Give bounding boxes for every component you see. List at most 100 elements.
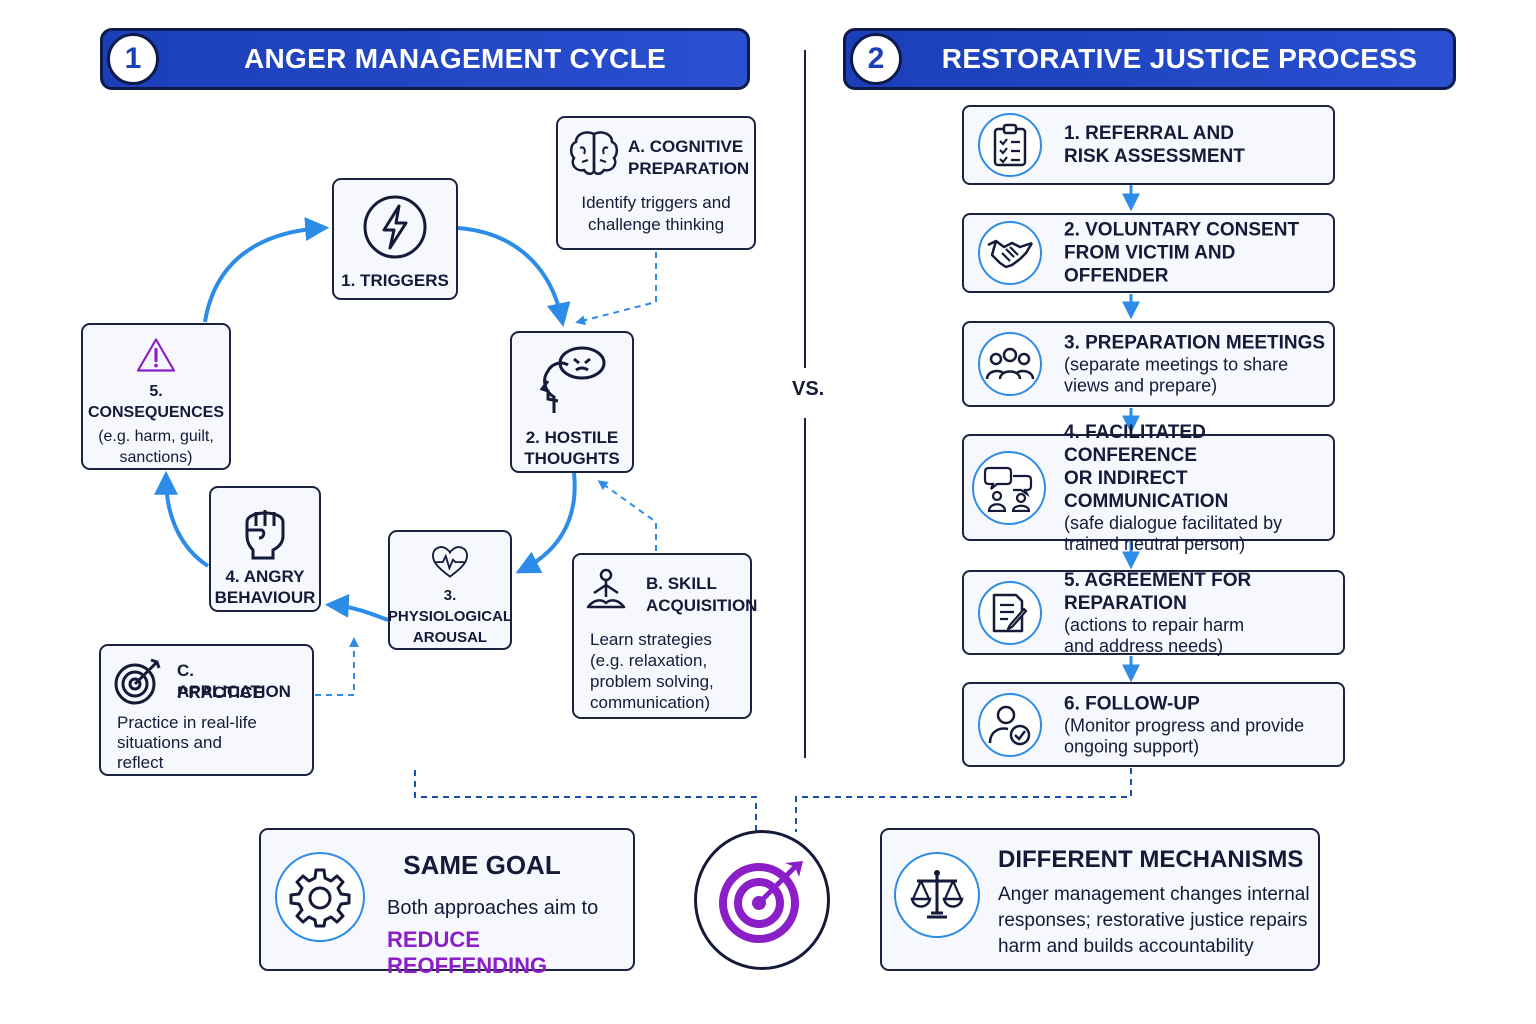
rj-step-3: 3. PREPARATION MEETINGS (separate meetin… (962, 321, 1335, 407)
rj-step-3-sub1: (separate meetings to share (1064, 354, 1289, 375)
user-check-icon (978, 692, 1042, 757)
intervention-a-line2: challenge thinking (587, 215, 725, 234)
rj-step-5-title1: 5. AGREEMENT FOR REPARATION (1064, 569, 1252, 614)
hostile-label-line2: THOUGHTS (524, 449, 620, 468)
vs-label: VS. (792, 378, 825, 400)
intervention-c-application-practice: C. APPLICATION PRACTICE Practice in real… (99, 644, 314, 776)
arrow-hostile-to-arousal (515, 472, 577, 574)
head-brain-icon (539, 346, 606, 413)
arrow-consequences-to-triggers (203, 217, 330, 323)
fist-icon (245, 510, 285, 560)
dashed-right-to-target (795, 768, 1132, 832)
arrow-behaviour-to-consequences (154, 470, 210, 568)
right-section-number: 2 (850, 33, 902, 85)
rj-step-2-title1: 2. VOLUNTARY CONSENT (1064, 219, 1300, 241)
different-line3: harm and builds accountability (998, 936, 1254, 957)
rj-step-1-title1: 1. REFERRAL AND (1064, 123, 1234, 144)
left-section-title: ANGER MANAGEMENT CYCLE (244, 43, 666, 74)
document-pen-icon (978, 580, 1042, 645)
arousal-label-line2: AROUSAL (412, 629, 488, 646)
bullseye-icon (694, 830, 830, 970)
intervention-b-line3: problem solving, (590, 672, 714, 691)
brain-icon (570, 131, 618, 175)
intervention-c-line1: Practice in real-life (117, 713, 257, 732)
cycle-node-consequences: 5. CONSEQUENCES (e.g. harm, guilt, sanct… (81, 323, 231, 470)
rj-step-5-sub2: and address needs) (1064, 635, 1224, 656)
triggers-label: 1. TRIGGERS (341, 271, 449, 290)
cycle-node-triggers: 1. TRIGGERS (332, 178, 458, 300)
rj-step-6-title1: 6. FOLLOW-UP (1064, 693, 1200, 714)
rj-step-6-sub2: ongoing support) (1064, 736, 1200, 756)
arrow-triggers-to-hostile (457, 226, 571, 328)
arrow-arousal-to-behaviour (324, 593, 389, 622)
intervention-c-title2: PRACTICE (177, 683, 264, 702)
rj-step-4-title1: 4. FACILITATED CONFERENCE (1064, 421, 1206, 466)
hostile-label-line1: 2. HOSTILE (525, 428, 619, 447)
left-section-number: 1 (107, 33, 159, 85)
consequences-line2: sanctions) (119, 449, 193, 466)
rj-step-1: 1. REFERRAL AND RISK ASSESSMENT (962, 105, 1335, 185)
dashed-left-to-target (414, 770, 757, 832)
behaviour-label-line1: 4. ANGRY (225, 567, 305, 586)
intervention-c-title1: C. APPLICATION (177, 661, 291, 701)
group-icon (978, 332, 1042, 396)
divider-top (804, 50, 806, 368)
rj-step-3-sub2: views and prepare) (1064, 375, 1218, 396)
rj-step-2: 2. VOLUNTARY CONSENT FROM VICTIM AND OFF… (962, 213, 1335, 293)
rj-step-6: 6. FOLLOW-UP (Monitor progress and provi… (962, 682, 1345, 767)
heart-pulse-icon (432, 546, 468, 578)
lightning-icon (363, 195, 427, 259)
gear-icon (275, 852, 365, 942)
cycle-node-physiological-arousal: 3. PHYSIOLOGICAL AROUSAL (388, 530, 512, 650)
behaviour-label-line2: BEHAVIOUR (214, 588, 316, 607)
consequences-line1: (e.g. harm, guilt, (98, 428, 214, 445)
same-goal-line1: Both approaches aim to (387, 897, 599, 919)
intervention-a-title2: PREPARATION (628, 159, 750, 178)
different-line1: Anger management changes internal (998, 884, 1310, 905)
target-icon (114, 658, 161, 705)
intervention-a-title1: A. COGNITIVE (628, 137, 744, 156)
cycle-node-hostile-thoughts: 2. HOSTILE THOUGHTS (510, 331, 634, 473)
intervention-b-title1: B. SKILL (646, 574, 717, 593)
scales-icon (894, 852, 980, 938)
different-mechanisms-box: DIFFERENT MECHANISMS Anger management ch… (880, 828, 1320, 971)
clipboard-icon (978, 113, 1042, 177)
different-title: DIFFERENT MECHANISMS (998, 846, 1304, 873)
intervention-a-cognitive-preparation: A. COGNITIVE PREPARATION Identify trigge… (556, 116, 756, 250)
arousal-label-line1: 3. PHYSIOLOGICAL (387, 587, 513, 625)
intervention-b-title2: ACQUISITION (646, 596, 758, 615)
rj-step-4-title2: OR INDIRECT COMMUNICATION (1064, 467, 1229, 512)
right-section-header: 2 RESTORATIVE JUSTICE PROCESS (843, 28, 1456, 90)
intervention-b-skill-acquisition: B. SKILL ACQUISITION Learn strategies (e… (572, 553, 757, 719)
dashed-link-b (597, 480, 657, 551)
right-section-title: RESTORATIVE JUSTICE PROCESS (941, 43, 1418, 74)
rj-step-6-sub1: (Monitor progress and provide (1064, 715, 1305, 735)
rj-step-4-sub1: (safe dialogue facilitated by (1064, 512, 1283, 533)
left-section-header: 1 ANGER MANAGEMENT CYCLE (100, 28, 750, 90)
meditation-icon (586, 568, 626, 609)
rj-step-1-title2: RISK ASSESSMENT (1064, 146, 1245, 167)
handshake-icon (978, 221, 1042, 285)
warning-icon (136, 338, 176, 372)
rj-step-5-sub1: (actions to repair harm (1064, 614, 1245, 635)
intervention-c-line2: situations and (117, 733, 222, 752)
dashed-link-a (575, 252, 657, 326)
rj-step-3-title1: 3. PREPARATION MEETINGS (1064, 332, 1326, 354)
intervention-a-line1: Identify triggers and (581, 193, 731, 212)
rj-step-5: 5. AGREEMENT FOR REPARATION (actions to … (962, 569, 1345, 656)
same-goal-title: SAME GOAL (403, 850, 561, 880)
cycle-node-angry-behaviour: 4. ANGRY BEHAVIOUR (209, 486, 321, 612)
dialogue-icon (972, 450, 1046, 525)
divider-bottom (804, 418, 806, 758)
dashed-link-c (315, 637, 359, 696)
same-goal-box: SAME GOAL Both approaches aim to REDUCE … (259, 828, 635, 978)
intervention-b-line4: communication) (590, 693, 710, 712)
rj-step-2-title2: FROM VICTIM AND OFFENDER (1064, 242, 1236, 287)
same-goal-accent: REDUCE REOFFENDING (387, 927, 548, 978)
intervention-b-line1: Learn strategies (590, 630, 712, 649)
intervention-b-line2: (e.g. relaxation, (590, 651, 708, 670)
consequences-label: 5. CONSEQUENCES (87, 383, 225, 421)
different-line2: responses; restorative justice repairs (998, 910, 1308, 931)
rj-step-4-sub2: trained neutral person) (1064, 533, 1246, 554)
